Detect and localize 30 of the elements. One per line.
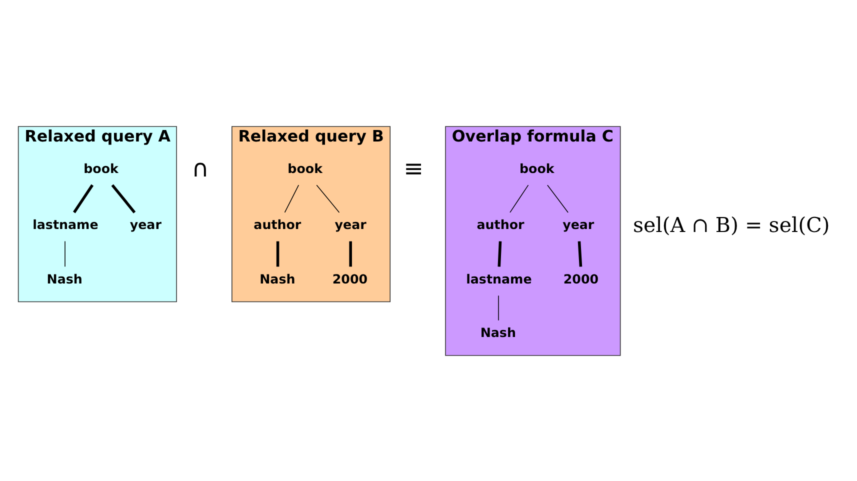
- node-text: year: [130, 216, 162, 232]
- node-text: Nash: [480, 324, 516, 340]
- node-text: year: [334, 216, 366, 232]
- node-text: 2000: [563, 270, 599, 286]
- connector: [498, 240, 502, 266]
- node-text: author: [476, 216, 524, 232]
- connector: [64, 240, 66, 267]
- connector: [316, 184, 340, 212]
- connector: [284, 184, 300, 212]
- connector: [73, 184, 94, 213]
- label: sel(A ∩ B) = sel(C): [632, 212, 830, 236]
- connector: [276, 240, 280, 266]
- connector: [498, 294, 499, 320]
- connector: [349, 240, 352, 266]
- node-text: book: [519, 160, 554, 176]
- connector: [111, 184, 136, 213]
- node-text: author: [254, 216, 302, 232]
- label: ∩: [192, 154, 209, 182]
- connector: [547, 184, 568, 212]
- node-text: 2000: [332, 270, 368, 286]
- connector: [510, 184, 529, 212]
- node-text: Nash: [260, 270, 296, 286]
- node-text: year: [562, 216, 594, 232]
- label: ≡: [404, 154, 424, 182]
- node-text: Nash: [46, 270, 82, 286]
- node-text: book: [288, 160, 323, 176]
- node-text: lastname: [466, 270, 532, 286]
- node-text: book: [84, 160, 118, 176]
- connector: [578, 240, 582, 266]
- node-text: lastname: [32, 216, 98, 232]
